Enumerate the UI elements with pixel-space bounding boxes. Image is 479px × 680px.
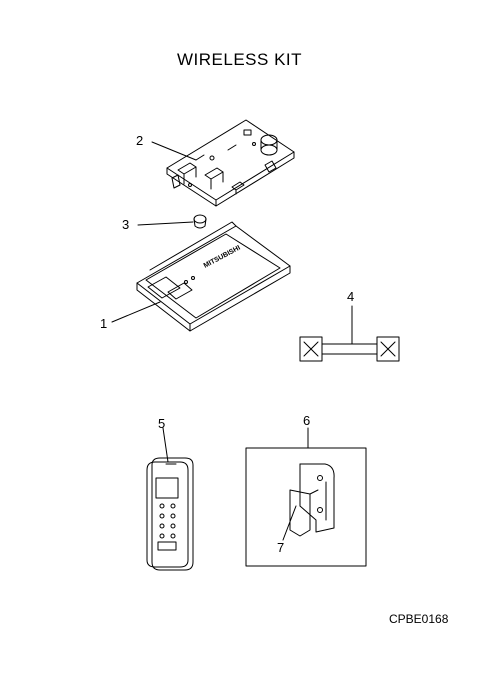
callout-3: 3 (122, 217, 130, 232)
connector-cable (299, 336, 400, 362)
leader-line-1 (111, 301, 161, 323)
holder-frame (245, 447, 367, 567)
drawing-code: CPBE0168 (389, 612, 449, 626)
callout-7: 7 (277, 540, 285, 555)
remote-control (146, 457, 194, 571)
leader-line-2 (151, 141, 197, 161)
sensor-knob (193, 214, 207, 229)
callout-5: 5 (158, 416, 166, 431)
leader-line-5 (162, 427, 169, 463)
callout-2: 2 (136, 133, 144, 148)
callout-1: 1 (100, 316, 108, 331)
receiver-brand-label: MITSUBISHI (203, 245, 242, 270)
pcb-board (166, 119, 295, 207)
diagram-title: WIRELESS KIT (176, 50, 303, 69)
callout-4: 4 (347, 289, 355, 304)
receiver-case: MITSUBISHI (136, 221, 291, 332)
remote-holder (289, 463, 335, 537)
leader-line-3 (137, 221, 194, 226)
leader-line-7 (282, 505, 297, 541)
callout-6: 6 (303, 413, 311, 428)
